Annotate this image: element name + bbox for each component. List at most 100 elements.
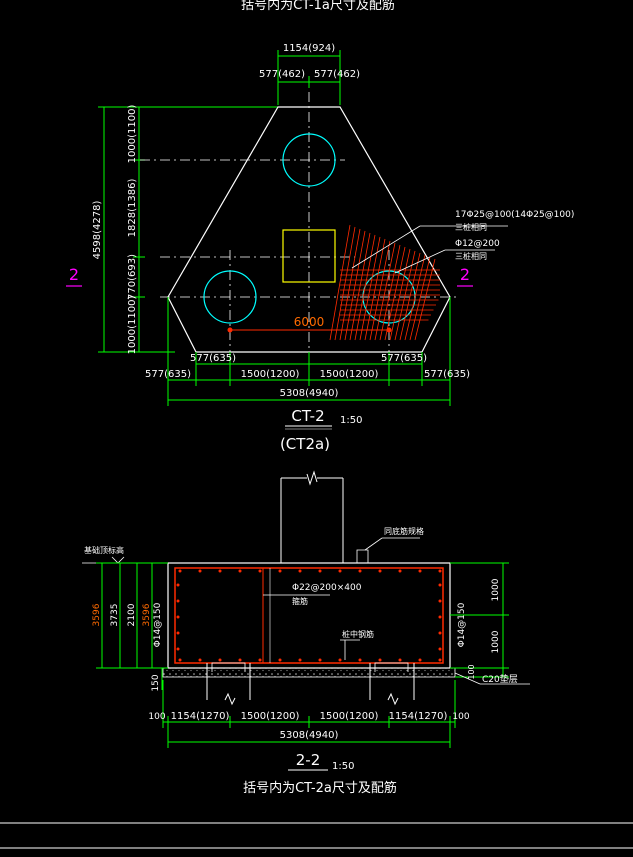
rebar-dot xyxy=(438,615,442,619)
plan-bottom-dimensions xyxy=(167,297,451,406)
rebar-note-1-sub: 三桩相同 xyxy=(455,222,487,232)
pile-bottom-left xyxy=(203,270,257,324)
span-label: 6000 xyxy=(294,315,325,329)
section-dim-b3: 1500(1200) xyxy=(241,711,300,722)
pile-anchor-bars xyxy=(211,549,409,672)
section-leaders xyxy=(263,537,420,660)
rebar-dot xyxy=(238,569,242,573)
plan-scale: 1:50 xyxy=(340,415,362,426)
section-dim-b6: 100 xyxy=(452,712,469,722)
rebar-dot xyxy=(178,569,182,573)
section-cap-outline xyxy=(167,562,451,669)
rebar-dot xyxy=(198,658,202,662)
section-dim-b2: 1154(1270) xyxy=(171,711,230,722)
rebar-dot xyxy=(176,647,180,651)
side-rebar-right: Φ14@150 xyxy=(457,602,467,647)
rebar-note-2-sub: 三桩相同 xyxy=(455,251,487,261)
rebar-dot xyxy=(358,569,362,573)
side-rebar-left: Φ14@150 xyxy=(153,602,163,647)
section-dim-right-3: 100 xyxy=(467,664,476,679)
section-bottom-dimensions xyxy=(162,680,456,748)
dim-bottom-4: 1500(1200) xyxy=(320,369,379,380)
rebar-dot xyxy=(198,569,202,573)
dim-left-total: 4598(4278) xyxy=(92,201,103,260)
rebar-bar xyxy=(379,244,401,341)
dim-left-3: 770(693) xyxy=(127,254,138,300)
rebar-dot xyxy=(238,658,242,662)
rebar-bar xyxy=(364,238,386,341)
rebar-hatch xyxy=(329,224,440,341)
cushion-leader xyxy=(454,672,481,685)
rebar-bar xyxy=(359,236,381,341)
pile-rebar-label: 桩中钢筋 xyxy=(342,629,374,639)
section-dim-b1: 100 xyxy=(148,712,165,722)
rebar-bar xyxy=(399,252,421,341)
rebar-dot xyxy=(438,647,442,651)
rebar-dot xyxy=(398,658,402,662)
rebar-bar xyxy=(414,258,436,341)
dim-bottom-2: 577(635) xyxy=(145,369,191,380)
rebar-dot xyxy=(318,569,322,573)
dim-bottom-1: 577(635) xyxy=(190,353,236,364)
cushion-label: C20垫层 xyxy=(482,673,518,685)
dim-left-1: 1000(1100) xyxy=(127,105,138,164)
dim-top-right: 577(462) xyxy=(314,69,360,80)
rebar-bar xyxy=(369,240,391,341)
rebar-bar xyxy=(384,246,406,341)
rebar-dot xyxy=(176,599,180,603)
rebar-bar xyxy=(394,250,416,341)
section-bottom-caption: 括号内为CT-2a尺寸及配筋 xyxy=(243,780,397,796)
section-dim-b4: 1500(1200) xyxy=(320,711,379,722)
section-column xyxy=(280,470,344,563)
rebar-dot xyxy=(438,569,442,573)
rebar-dot xyxy=(218,569,222,573)
section-dim-v2: 3735 xyxy=(110,604,120,627)
rebar-dot xyxy=(298,569,302,573)
rebar-dot xyxy=(438,583,442,587)
rebar-dot xyxy=(278,658,282,662)
section-dim-b5: 1154(1270) xyxy=(389,711,448,722)
rebar-dot xyxy=(418,569,422,573)
rebar-dot xyxy=(176,631,180,635)
section-mark-right: 2 xyxy=(460,265,470,284)
dim-top-total: 1154(924) xyxy=(283,43,335,54)
dim-left-2: 1828(1386) xyxy=(127,179,138,238)
rebar-dot xyxy=(418,658,422,662)
rebar-note-1: 17Φ25@100(14Φ25@100) xyxy=(455,210,574,220)
rebar-bar xyxy=(339,228,361,341)
section-dim-v3: 2100 xyxy=(127,603,137,626)
section-dim-v4: 3596 xyxy=(142,603,152,626)
rebar-dot xyxy=(378,569,382,573)
section-view: 基础顶标高 同底筋规格 xyxy=(82,470,530,796)
plan-view: 1154(924) 577(462) 577(462) 4598(4278) 1… xyxy=(66,43,574,453)
rebar-dot xyxy=(438,658,442,662)
rebar-dot xyxy=(218,658,222,662)
section-mark-left: 2 xyxy=(69,265,79,284)
plan-subtitle: (CT2a) xyxy=(280,435,330,453)
section-dim-right-1: 1000 xyxy=(491,578,501,601)
dim-left-4: 1000(1100) xyxy=(127,296,138,355)
rebar-dot xyxy=(338,658,342,662)
rebar-bar xyxy=(389,248,411,341)
ground-level-label: 基础顶标高 xyxy=(84,545,124,555)
rebar-dot xyxy=(176,615,180,619)
ground-level-marker xyxy=(82,556,175,564)
stirrup-sub: 箍筋 xyxy=(292,596,308,606)
top-caption: 括号内为CT-1a尺寸及配筋 xyxy=(241,0,395,13)
dim-bottom-5: 577(635) xyxy=(381,353,427,364)
section-left-dimensions xyxy=(96,562,168,690)
section-dim-b-total: 5308(4940) xyxy=(280,730,339,741)
section-dim-v1: 3596 xyxy=(92,603,102,626)
column-outline xyxy=(282,229,336,283)
rebar-bar xyxy=(374,242,396,341)
rebar-bar xyxy=(334,226,356,341)
pile-top xyxy=(282,133,336,187)
rebar-dot xyxy=(178,658,182,662)
plan-top-dimensions xyxy=(277,50,341,105)
rebar-dot xyxy=(358,658,362,662)
section-title: 2-2 xyxy=(296,751,321,769)
top-rebar-label: 同底筋规格 xyxy=(384,526,424,536)
span-line xyxy=(227,327,392,333)
rebar-dot xyxy=(258,658,262,662)
